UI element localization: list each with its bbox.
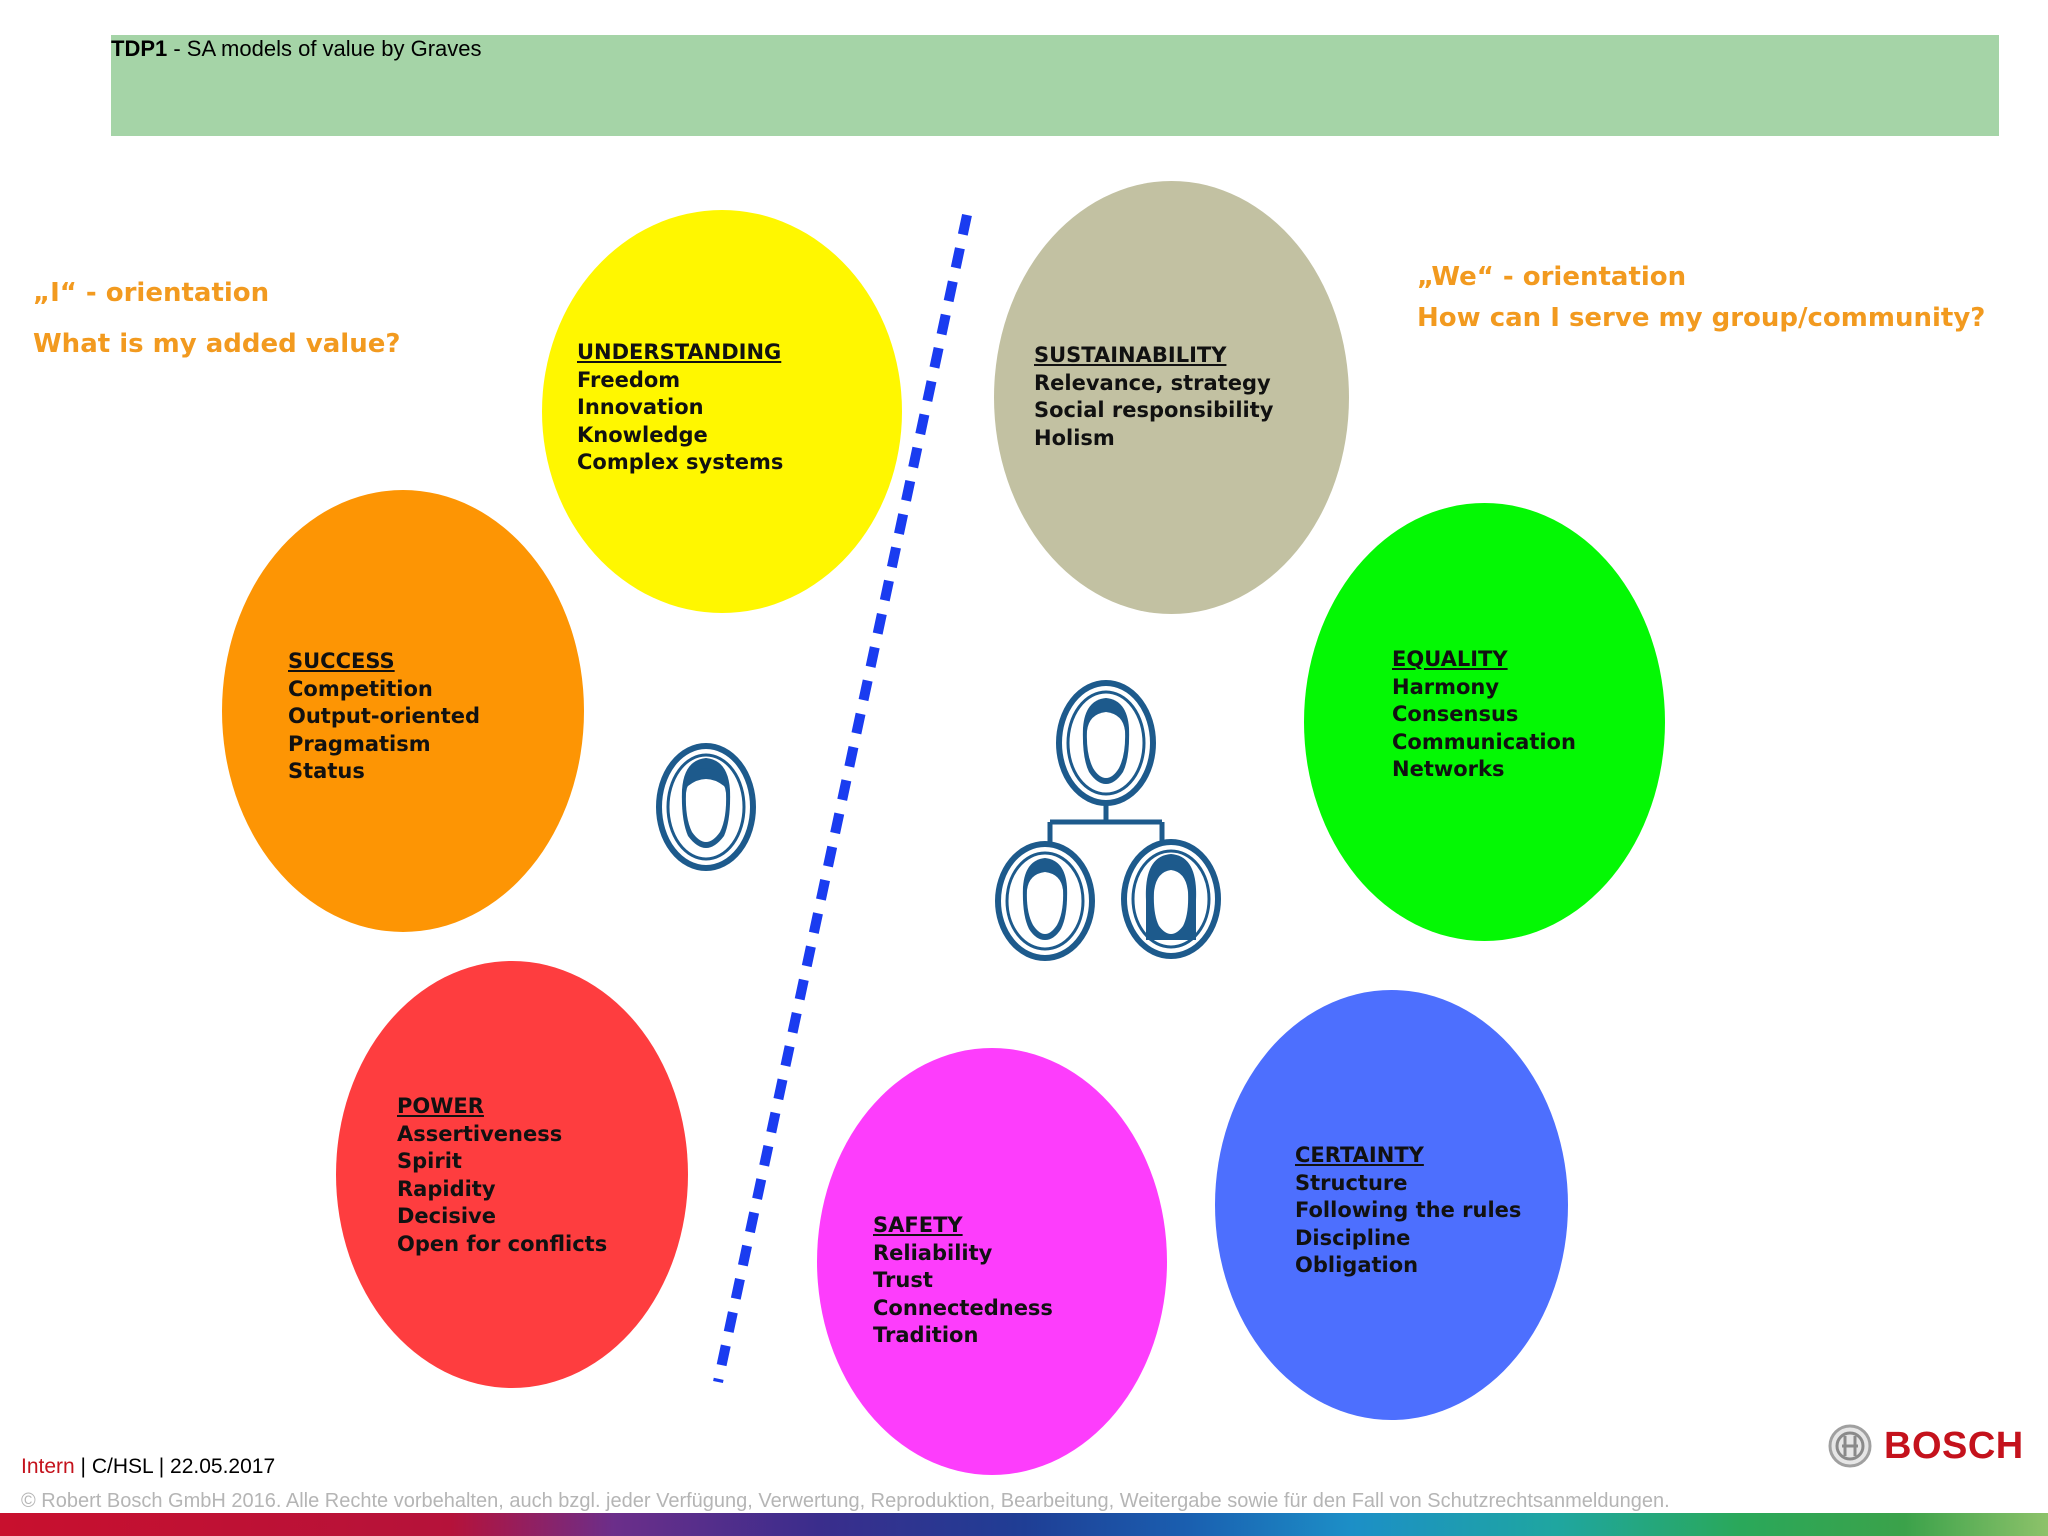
dashed-divider [713, 213, 972, 1384]
success-item: Competition [288, 676, 433, 701]
safety-item: Trust [873, 1268, 933, 1292]
i-orientation-question: What is my added value? [33, 329, 401, 359]
equality-title: EQUALITY [1392, 647, 1508, 671]
power-bubble [336, 961, 688, 1388]
understanding-item: Innovation [577, 395, 704, 419]
power-item: Spirit [397, 1149, 462, 1173]
understanding-title: UNDERSTANDING [577, 340, 782, 364]
slide-code: TDP1 [111, 36, 168, 61]
copyright-notice: © Robert Bosch GmbH 2016. Alle Rechte vo… [21, 1490, 1670, 1512]
power-title: POWER [397, 1094, 484, 1118]
brand-name: BOSCH [1884, 1424, 2024, 1467]
equality-item: Harmony [1392, 674, 1500, 699]
bosch-logo-icon [1828, 1424, 1872, 1468]
equality-bubble [1304, 503, 1665, 941]
success-bubble [222, 490, 584, 932]
success-item: Output-oriented [288, 704, 481, 728]
i-orientation-label: „I“ - orientation [33, 278, 270, 308]
certainty-item: Following the rules [1295, 1198, 1522, 1222]
understanding-item: Complex systems [577, 450, 784, 474]
certainty-item: Discipline [1295, 1225, 1411, 1250]
understanding-item: Freedom [577, 367, 681, 392]
certainty-item: Structure [1295, 1170, 1408, 1195]
sustainability-bubble [994, 181, 1349, 614]
power-text: POWER Assertiveness Spirit Rapidity Deci… [397, 1093, 607, 1258]
certainty-item: Obligation [1295, 1253, 1419, 1277]
safety-item: Connectedness [873, 1295, 1053, 1320]
department-date: | C/HSL | 22.05.2017 [74, 1455, 276, 1478]
safety-item: Reliability [873, 1240, 993, 1265]
we-orientation-question: How can I serve my group/community? [1417, 303, 1986, 333]
equality-text: EQUALITY Harmony Consensus Communication… [1392, 646, 1576, 784]
slide-title: TDP1 - SA models of value by Graves [111, 35, 482, 63]
equality-item: Networks [1392, 757, 1505, 781]
safety-text: SAFETY Reliability Trust Connectedness T… [873, 1212, 1053, 1350]
sustainability-text: SUSTAINABILITY Relevance, strategy Socia… [1034, 342, 1273, 452]
bosch-logo: BOSCH [1826, 1422, 2024, 1470]
brand-color-bar [0, 1513, 2048, 1536]
group-hierarchy-icon [995, 680, 1221, 961]
slide-title-text: - SA models of value by Graves [167, 36, 482, 61]
certainty-text: CERTAINTY Structure Following the rules … [1295, 1142, 1521, 1280]
single-person-icon [656, 743, 756, 871]
equality-item: Communication [1392, 729, 1576, 754]
sustainability-item: Holism [1034, 425, 1115, 450]
title-bar: TDP1 - SA models of value by Graves [111, 35, 1999, 136]
power-item: Rapidity [397, 1176, 496, 1201]
understanding-text: UNDERSTANDING Freedom Innovation Knowled… [577, 339, 783, 477]
safety-bubble [817, 1048, 1167, 1475]
safety-title: SAFETY [873, 1213, 963, 1237]
footer-meta: Intern | C/HSL | 22.05.2017 [21, 1455, 275, 1479]
sustainability-item: Relevance, strategy [1034, 370, 1271, 395]
we-orientation-label: „We“ - orientation [1417, 262, 1687, 292]
equality-item: Consensus [1392, 702, 1519, 726]
safety-item: Tradition [873, 1323, 979, 1347]
certainty-bubble [1215, 990, 1568, 1420]
power-item: Decisive [397, 1204, 496, 1228]
classification-label: Intern [21, 1455, 75, 1478]
sustainability-item: Social responsibility [1034, 398, 1274, 422]
success-text: SUCCESS Competition Output-oriented Prag… [288, 648, 480, 786]
power-item: Assertiveness [397, 1121, 563, 1146]
understanding-item: Knowledge [577, 422, 708, 447]
power-item: Open for conflicts [397, 1231, 608, 1256]
success-item: Status [288, 759, 365, 783]
success-title: SUCCESS [288, 649, 395, 673]
success-item: Pragmatism [288, 731, 431, 756]
understanding-bubble [542, 210, 902, 613]
certainty-title: CERTAINTY [1295, 1143, 1424, 1167]
sustainability-title: SUSTAINABILITY [1034, 343, 1227, 367]
